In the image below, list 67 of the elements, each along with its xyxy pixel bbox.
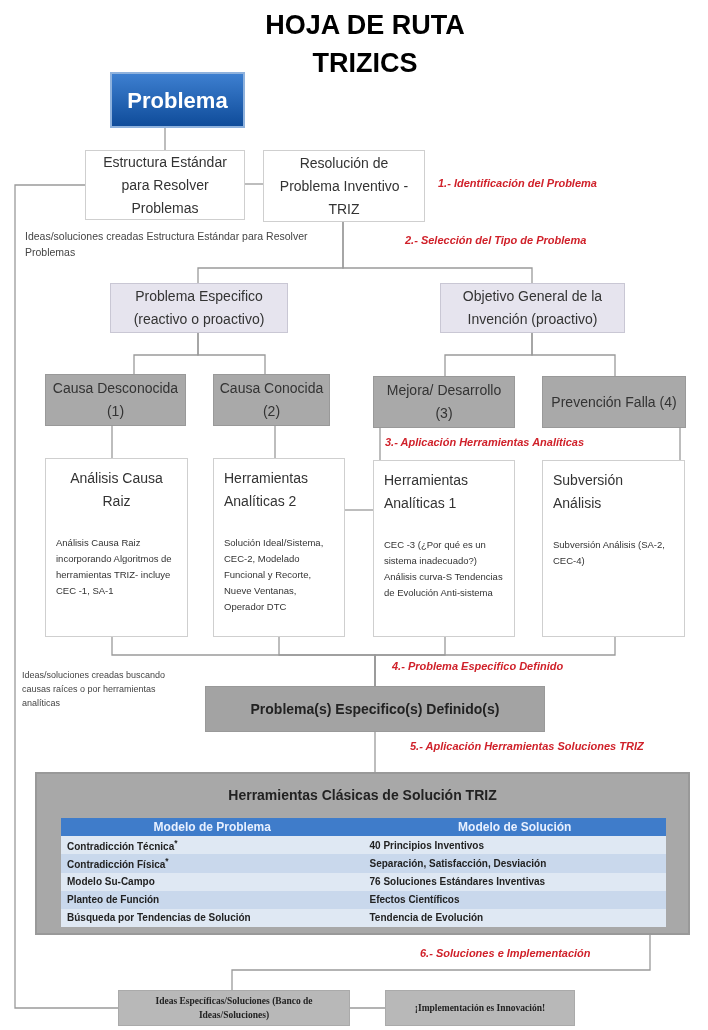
step-label: 3.- Aplicación Herramientas Analíticas [385,436,585,448]
type-box [373,376,515,428]
box-description: Análisis Causa Raiz incorporando Algoritmos de herramientas TRIZ- incluye CEC -1, SA-1 [55,536,173,598]
note-text: Ideas/soluciones creadas buscando causas raíces o por herramientas analíticas [22,669,167,710]
outcome-box [118,990,350,1026]
box-label: Problema Especifico (reactivo o proactivo) [132,287,266,329]
box-label: ¡Implementación es Innovación! [413,1002,547,1015]
connector-line [244,183,264,185]
table-cell: Contradicción Técnica$^{*}$ [61,836,364,855]
box-label: Herramientas Clásicas de Solución TRIZ [227,786,498,805]
box-label: Herramientas Analíticas 1 [383,471,470,513]
box-label: Objetivo General de la Invención (proactivo) [461,287,604,329]
connector-line [164,127,166,151]
title-box [110,72,245,128]
box-label: Problema [126,88,229,112]
box-label: Subversión Análisis [552,471,625,513]
process-box [263,150,425,222]
process-box [85,150,245,220]
box-label: Problema(s) Especifico(s) Definido(s) [249,699,501,719]
step-label: 6.- Soluciones e Implementación [420,947,591,959]
table-header-cell: Modelo de Problema [61,818,364,836]
tool-card [45,458,188,637]
connector-line [14,184,119,1009]
connector-line [379,427,381,461]
note-text: Ideas/soluciones creadas Estructura Estándar para Resolver Problemas [25,229,309,260]
step-label: 5.- Aplicación Herramientas Soluciones TRIZ [410,740,644,752]
box-label: Herramientas Analíticas 2 [223,469,310,511]
box-description: CEC -3 (¿Por qué es un sistema inadecuado?) Análisis curva-S Tendencias de Evolución Anti-sistema [383,538,504,600]
table-cell: Separación, Satisfacción, Desviación [363,854,666,873]
tool-card [213,458,345,637]
type-box [542,376,686,428]
step-label: 1.- Identificación del Problema [438,177,597,189]
box-label: Causa Desconocida (1) [51,379,180,421]
connector-line [531,332,616,377]
category-box [440,283,625,333]
outcome-box [385,990,575,1026]
result-box [205,686,545,732]
box-label: Ideas Específicas/Soluciones (Banco de Ideas/Soluciones) [154,995,314,1022]
connector-line [374,731,376,773]
box-label: Prevención Falla (4) [550,392,678,412]
step-label: 4.- Problema Especifico Definido [392,660,564,672]
connector-line [349,1007,386,1009]
box-description: Subversión Análisis (SA-2, CEC-4) [552,538,666,568]
table-cell: 40 Principios Inventivos [363,836,666,855]
connector-line [231,934,651,991]
tools-panel [35,772,690,935]
box-description: Solución Ideal/Sistema, CEC-2, Modelado Funcional y Recorte, Nueve Ventanas, Operador DTC [223,536,325,614]
box-label: Análisis Causa Raiz [69,469,164,511]
connector-line [374,636,616,687]
box-label: Mejora/ Desarrollo (3) [385,381,503,423]
type-box [45,374,186,426]
connector-line [274,425,276,459]
box-label: Causa Conocida (2) [218,379,325,421]
connector-line [197,332,266,375]
table-cell: Contradicción Física$^{*}$ [61,854,364,873]
box-label: Estructura Estándar para Resolver Problemas [102,152,228,218]
connector-line [111,425,113,459]
category-box [110,283,288,333]
connector-line [344,509,374,511]
table-header-cell: Modelo de Solución [363,818,666,836]
connector-line [679,427,681,461]
title: HOJA DE RUTA TRIZICS [264,9,466,80]
tool-card [373,460,515,637]
tool-card [542,460,685,637]
connector-line [342,221,533,284]
step-label: 2.- Selección del Tipo de Problema [405,234,587,246]
box-label: Resolución de Problema Inventivo - TRIZ [278,153,410,219]
